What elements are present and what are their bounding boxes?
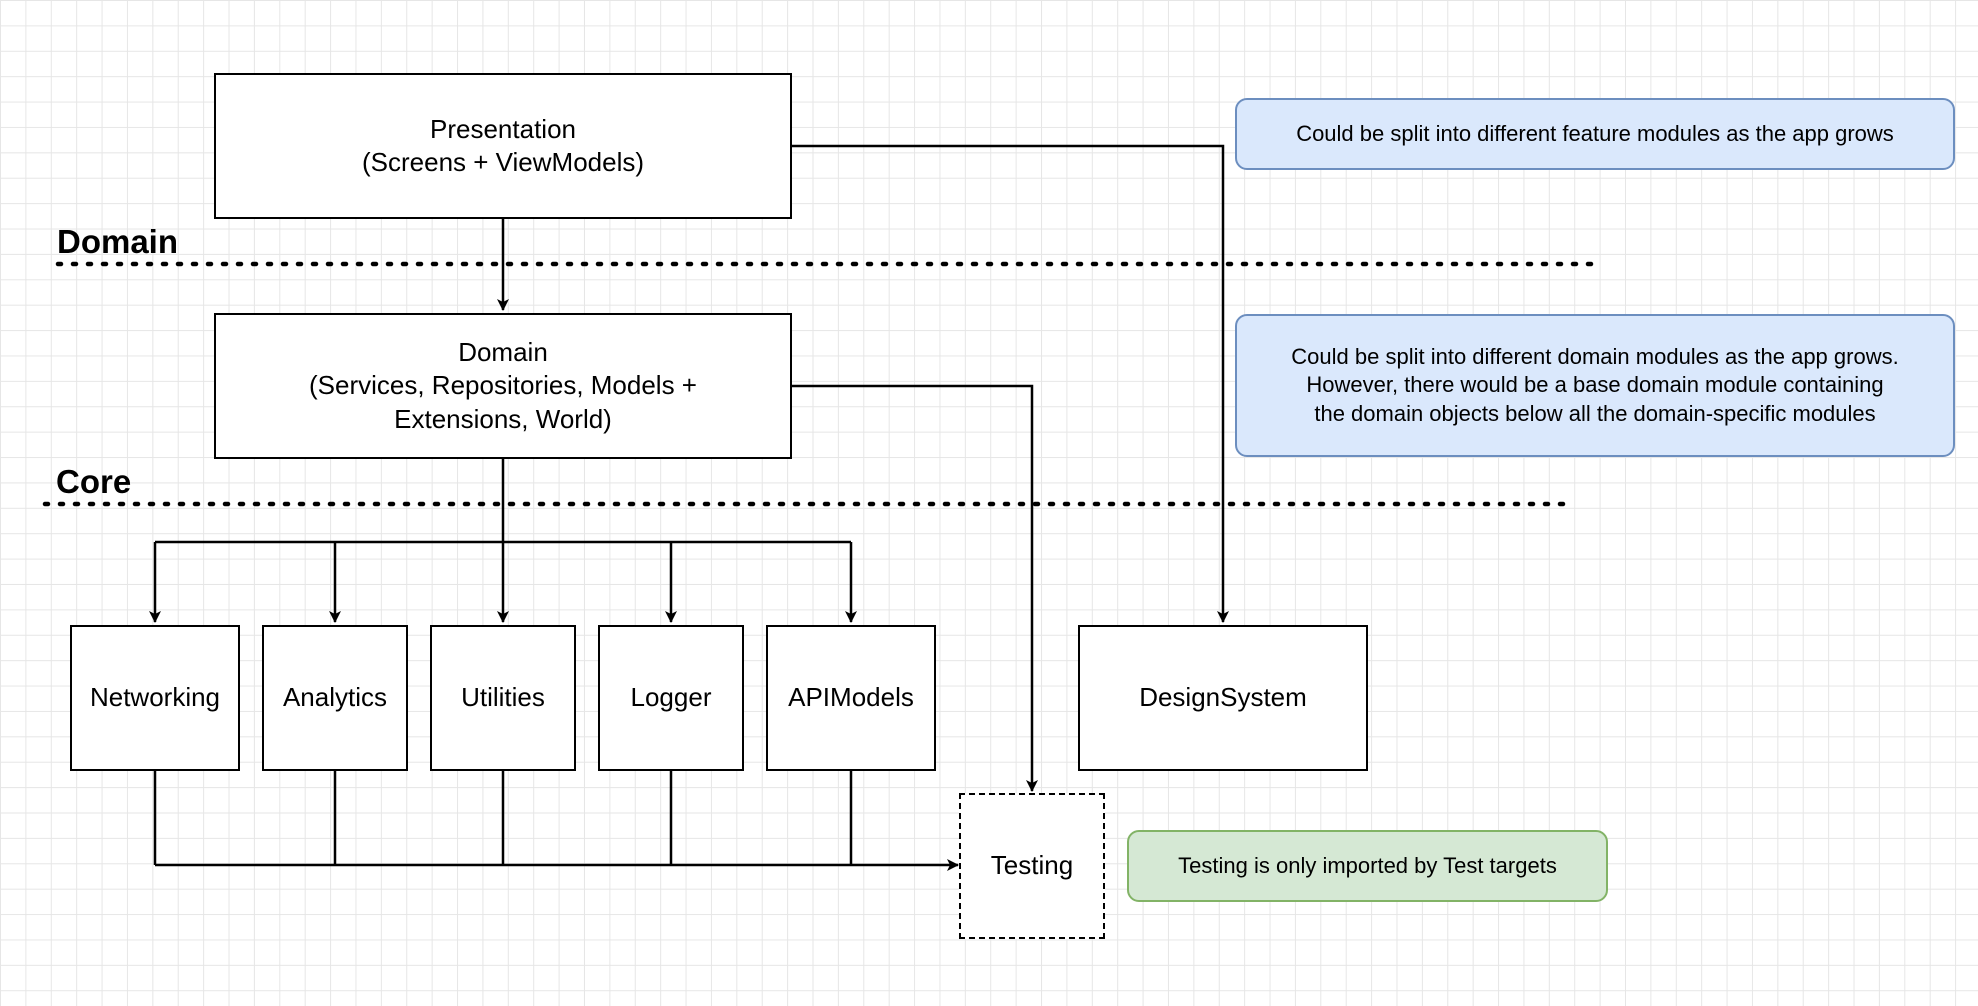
domain-node[interactable]: Domain (Services, Repositories, Models +…	[214, 313, 792, 459]
presentation-note[interactable]: Could be split into different feature mo…	[1235, 98, 1955, 170]
logger-node[interactable]: Logger	[598, 625, 744, 771]
presentation-node[interactable]: Presentation (Screens + ViewModels)	[214, 73, 792, 219]
domain-note-text: Could be split into different domain mod…	[1291, 343, 1899, 426]
testing-note[interactable]: Testing is only imported by Test targets	[1127, 830, 1608, 902]
edge-domain-testing	[791, 384, 1038, 792]
apimodels-node[interactable]: APIModels	[766, 625, 936, 771]
testing-note-text: Testing is only imported by Test targets	[1178, 852, 1557, 878]
analytics-node-label: Analytics	[282, 682, 388, 713]
domain-note[interactable]: Could be split into different domain mod…	[1235, 314, 1955, 457]
designsystem-node[interactable]: DesignSystem	[1078, 625, 1368, 771]
utilities-node-label: Utilities	[461, 682, 545, 713]
testing-node-label: Testing	[990, 850, 1074, 881]
designsystem-node-label: DesignSystem	[1139, 682, 1307, 713]
networking-node[interactable]: Networking	[70, 625, 240, 771]
domain-node-label: Domain (Services, Repositories, Models +…	[309, 337, 697, 434]
logger-node-label: Logger	[630, 682, 712, 713]
networking-node-label: Networking	[89, 682, 221, 713]
apimodels-node-label: APIModels	[788, 682, 914, 713]
presentation-node-label: Presentation (Screens + ViewModels)	[361, 113, 645, 177]
presentation-note-text: Could be split into different feature mo…	[1296, 120, 1894, 146]
utilities-node[interactable]: Utilities	[430, 625, 576, 771]
analytics-node[interactable]: Analytics	[262, 625, 408, 771]
testing-node[interactable]: Testing	[959, 793, 1105, 939]
core-layer-label: Core	[56, 463, 132, 500]
domain-layer-label: Domain	[57, 223, 179, 260]
edge-presentation-designsystem	[791, 144, 1229, 623]
